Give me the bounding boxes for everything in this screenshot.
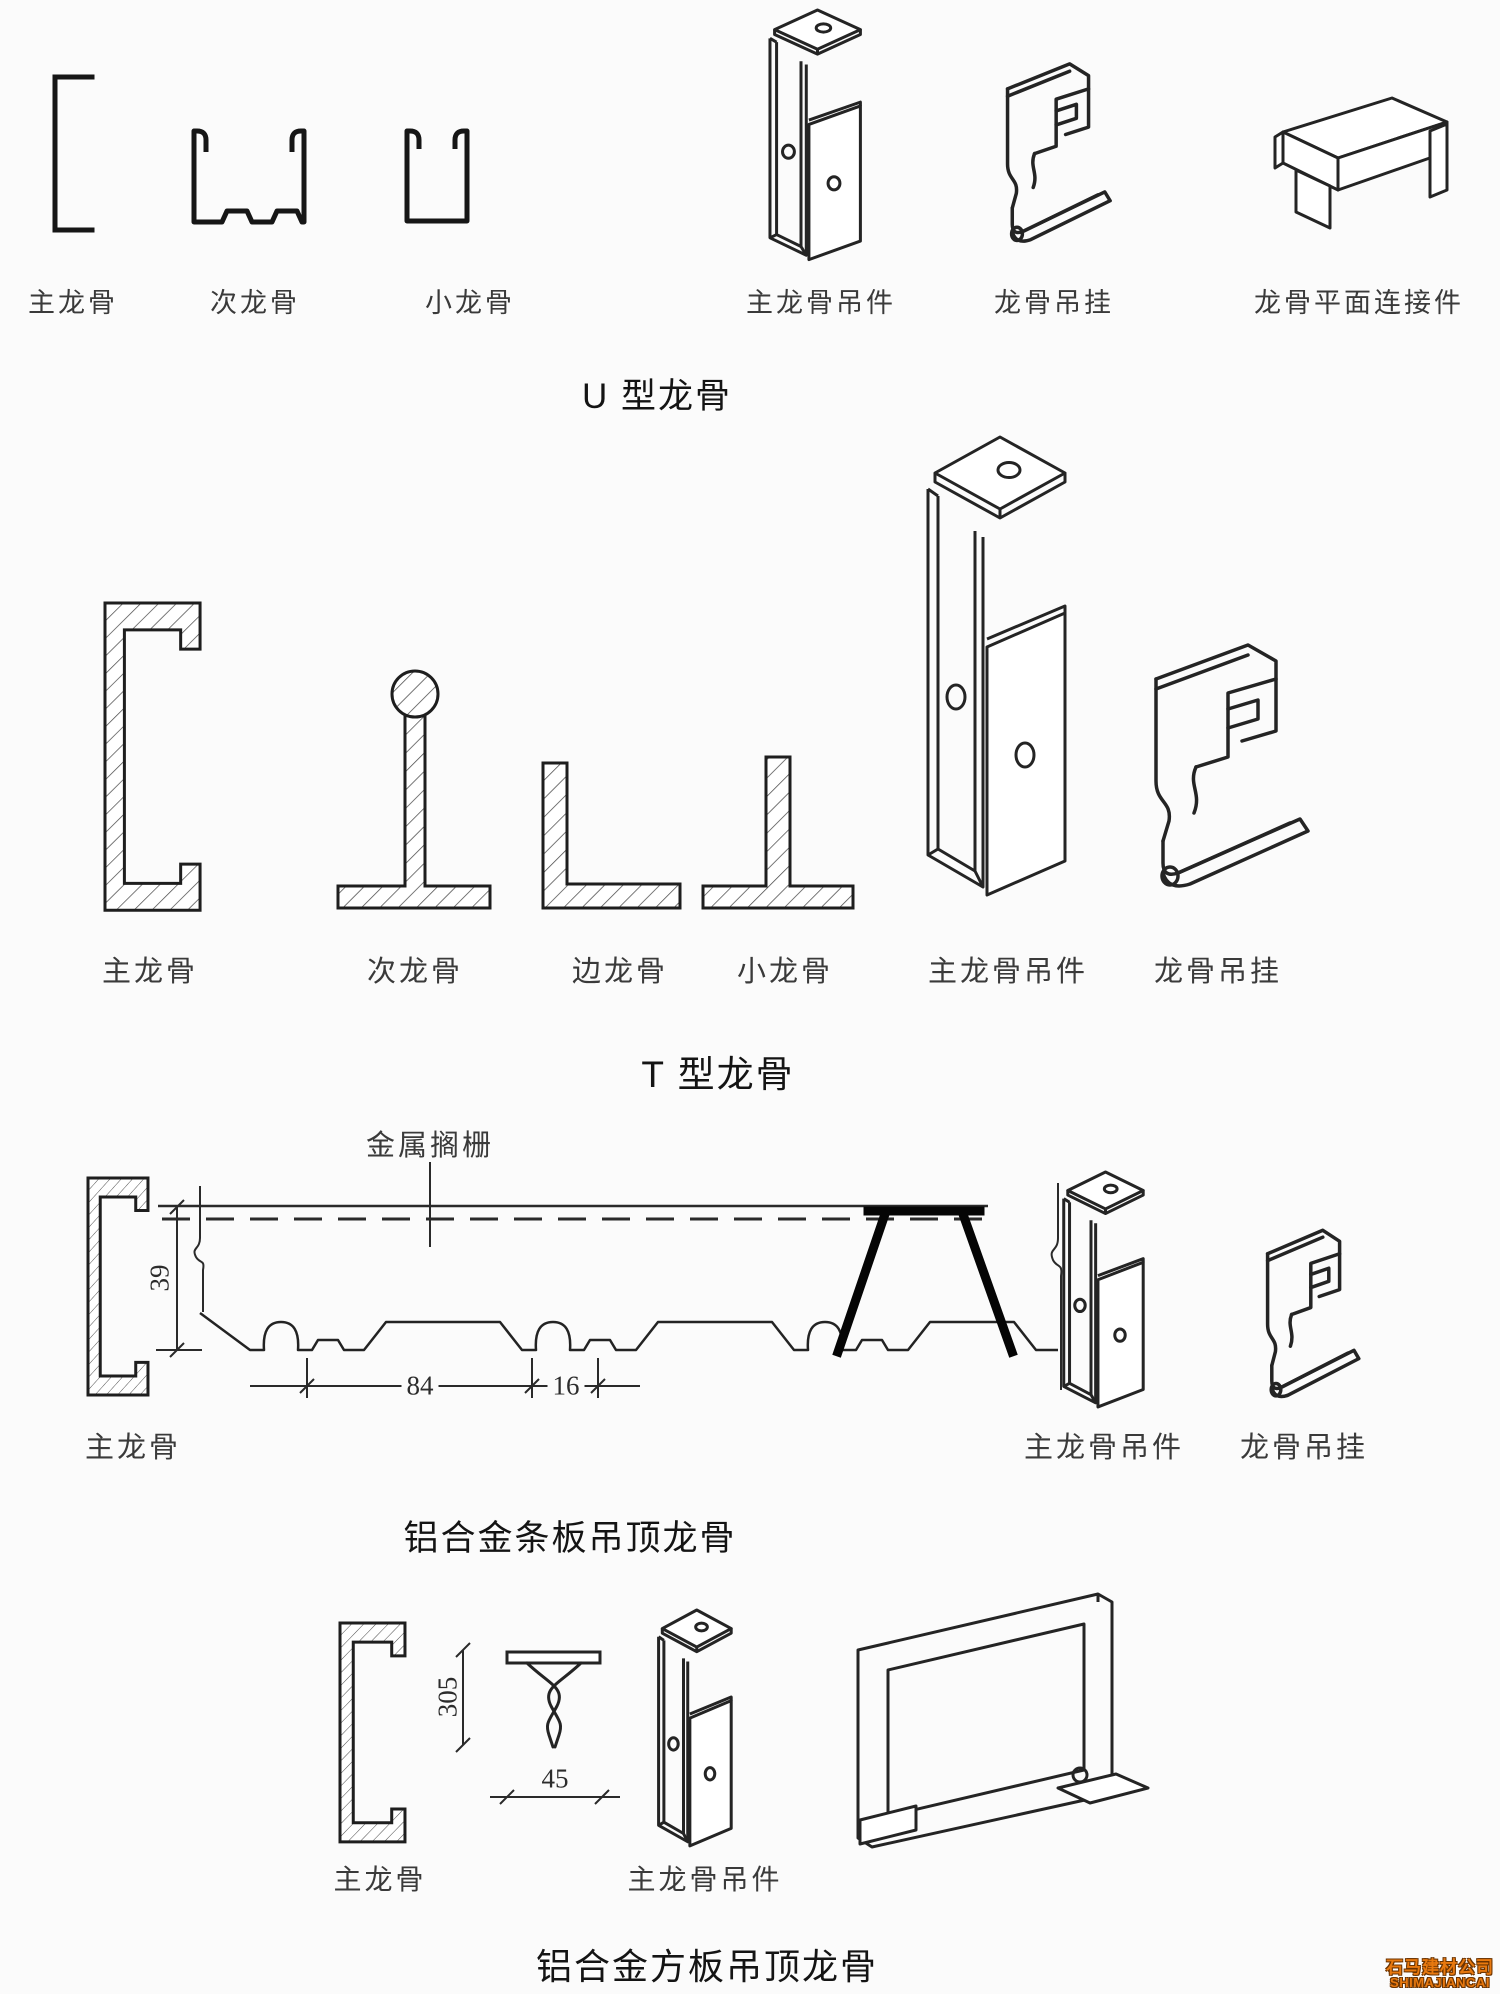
strip-joist-lines <box>158 1162 988 1247</box>
u-sub-keel-profile <box>191 128 307 225</box>
square-frame-keel-drawing <box>856 1592 1150 1849</box>
section-title-t-type: T 型龙骨 <box>641 1054 795 1095</box>
u-main-keel-hanger-drawing <box>768 9 862 261</box>
dim-seam-gap-16: 16 <box>547 1370 585 1402</box>
watermark-chinese: 石马建材公司 <box>1386 1957 1494 1977</box>
label-t-small-keel: 小龙骨 <box>736 956 834 988</box>
company-watermark: 石马建材公司 SHIMAJIANCAI <box>1386 1957 1494 1991</box>
label-u-sub-keel: 次龙骨 <box>210 288 300 318</box>
watermark-pinyin: SHIMAJIANCAI <box>1390 1975 1490 1991</box>
u-main-keel-profile <box>52 74 95 233</box>
t-sub-keel-profile <box>336 669 492 910</box>
dim-panel-width-84: 84 <box>401 1370 439 1402</box>
label-u-connector: 龙骨平面连接件 <box>1254 288 1464 318</box>
label-t-hanger: 主龙骨吊件 <box>927 956 1089 988</box>
t-main-keel-profile <box>103 601 202 912</box>
label-square-hanger: 主龙骨吊件 <box>627 1865 783 1896</box>
label-t-edge-keel: 边龙骨 <box>571 956 669 988</box>
label-strip-hanger: 主龙骨吊件 <box>1023 1432 1185 1464</box>
label-square-main-keel: 主龙骨 <box>333 1865 427 1896</box>
strip-main-keel-profile <box>86 1176 149 1396</box>
section-title-strip-panel: 铝合金条板吊顶龙骨 <box>403 1519 737 1558</box>
strip-main-keel-hanger-drawing <box>1062 1171 1145 1408</box>
label-t-hook: 龙骨吊挂 <box>1153 956 1283 988</box>
label-u-hanger: 主龙骨吊件 <box>746 288 896 318</box>
square-main-keel-profile <box>338 1621 406 1843</box>
strip-joist-trapezoid-profile <box>832 1206 1018 1358</box>
dim-panel-height-39: 39 <box>144 1264 175 1292</box>
strip-height-dimension <box>156 1199 202 1358</box>
label-u-hook: 龙骨吊挂 <box>994 288 1114 318</box>
label-u-main-keel: 主龙骨 <box>28 288 118 318</box>
label-t-main-keel: 主龙骨 <box>101 956 199 988</box>
strip-keel-hook-drawing <box>1266 1229 1361 1398</box>
u-plane-connector-drawing <box>1273 96 1449 230</box>
t-edge-keel-profile <box>541 761 682 910</box>
u-keel-hook-drawing <box>1006 62 1112 243</box>
label-strip-hook: 龙骨吊挂 <box>1239 1432 1369 1464</box>
square-hanger-width-dimension <box>490 1789 620 1805</box>
label-u-small-keel: 小龙骨 <box>425 288 515 318</box>
label-strip-main-keel: 主龙骨 <box>84 1432 182 1464</box>
label-metal-joist: 金属搁栅 <box>365 1130 495 1162</box>
section-title-square-panel: 铝合金方板吊顶龙骨 <box>535 1946 879 1987</box>
t-small-keel-profile <box>701 755 855 910</box>
strip-panel-profile <box>199 1311 1058 1352</box>
square-main-keel-hanger-drawing <box>657 1609 732 1847</box>
dim-hanger-width-45: 45 <box>541 1763 569 1794</box>
label-t-sub-keel: 次龙骨 <box>366 956 464 988</box>
u-small-keel-profile <box>404 128 470 224</box>
square-twist-hanger-drawing <box>505 1650 602 1749</box>
dim-keel-spacing-305: 305 <box>432 1676 463 1718</box>
t-main-keel-hanger-drawing <box>926 435 1067 897</box>
strip-cut-break-lines <box>193 1183 1063 1390</box>
t-keel-hook-drawing <box>1154 643 1310 888</box>
square-spacing-dimension <box>455 1642 471 1753</box>
section-title-u-type: U 型龙骨 <box>581 377 733 416</box>
